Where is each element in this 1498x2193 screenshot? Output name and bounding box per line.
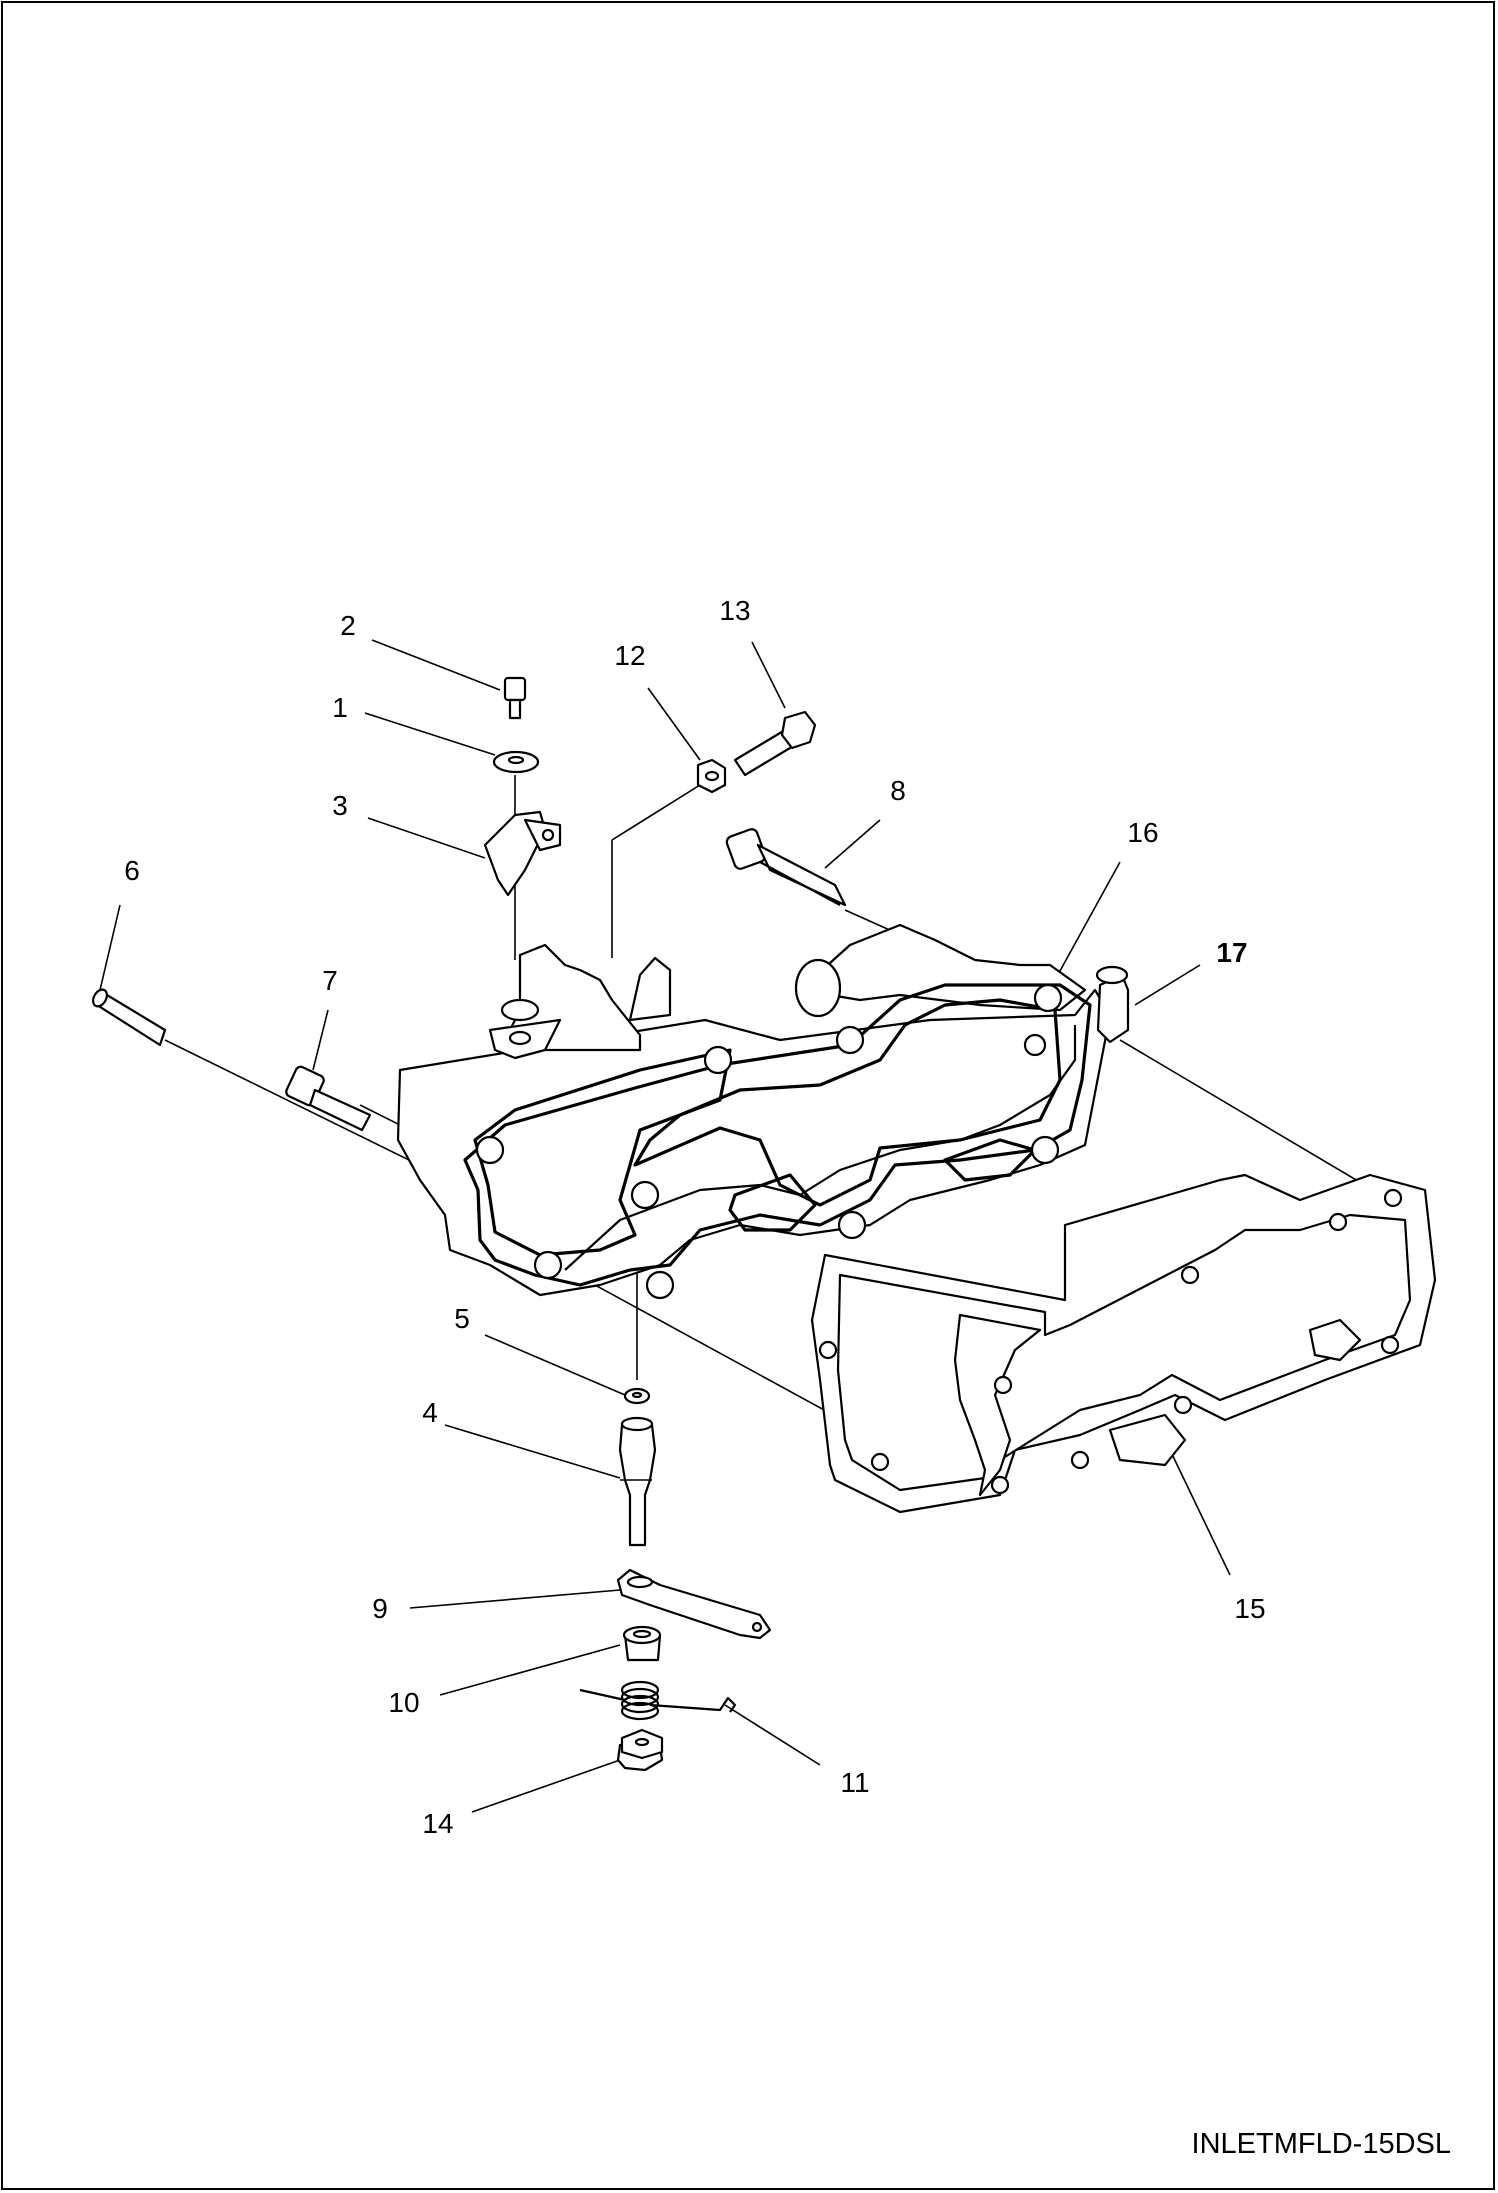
bolt-13 [733, 710, 817, 777]
nut-14 [616, 1728, 664, 1772]
callout-13: 13 [719, 595, 750, 626]
leader-2 [371, 639, 501, 691]
washer-5 [623, 1387, 651, 1405]
leader-14 [471, 1759, 621, 1813]
callout-17: 17 [1216, 937, 1247, 968]
leader-5 [484, 1334, 626, 1396]
callout-5: 5 [454, 1303, 470, 1334]
shaft-4 [618, 1416, 657, 1547]
callout-16: 16 [1127, 817, 1158, 848]
callout-14: 14 [422, 1808, 453, 1839]
callout-6: 6 [124, 855, 140, 886]
lever-9 [616, 1568, 772, 1640]
callout-3: 3 [332, 790, 348, 821]
flange-gasket-16 [463, 983, 1092, 1300]
leader-11 [724, 1704, 821, 1766]
washer-1 [492, 750, 540, 774]
callout-10: 10 [388, 1687, 419, 1718]
callout-4: 4 [422, 1397, 438, 1428]
bolt-7 [285, 1065, 372, 1132]
leader-lines [99, 639, 1231, 1813]
spring-11 [579, 1680, 737, 1721]
bushing-10 [622, 1625, 662, 1662]
inlet-manifold-body [396, 923, 1112, 1297]
callout-8: 8 [890, 775, 906, 806]
callout-2: 2 [340, 610, 356, 641]
nut-12 [696, 758, 727, 794]
bolt-8 [725, 828, 847, 907]
leader-1 [364, 712, 496, 756]
leader-8 [824, 819, 881, 869]
figure-reference-code: INLETMFLD-15DSL [1192, 2128, 1451, 2160]
leader-13 [751, 641, 786, 709]
callout-9: 9 [372, 1593, 388, 1624]
callout-11: 11 [840, 1767, 869, 1798]
pin-6 [92, 988, 167, 1047]
bolt-2 [503, 676, 527, 720]
gasket-15 [810, 1173, 1437, 1514]
leader-16 [1054, 861, 1121, 981]
callout-7: 7 [322, 965, 338, 996]
bracket-3 [483, 810, 562, 897]
callout-1: 1 [332, 692, 348, 723]
leader-4 [444, 1424, 621, 1479]
callout-12: 12 [614, 640, 645, 671]
leader-6 [99, 904, 121, 991]
callout-labels: 2 1 3 6 7 8 12 13 16 17 5 4 9 10 11 14 1… [124, 595, 1265, 1839]
leader-3 [367, 817, 486, 859]
leader-15 [1169, 1449, 1231, 1576]
leader-7 [312, 1009, 329, 1071]
callout-15: 15 [1234, 1593, 1265, 1624]
leader-10 [439, 1644, 621, 1696]
leader-9 [409, 1589, 621, 1609]
fitting-17 [1095, 965, 1130, 1044]
leader-17 [1134, 964, 1201, 1006]
leader-12 [647, 687, 701, 761]
